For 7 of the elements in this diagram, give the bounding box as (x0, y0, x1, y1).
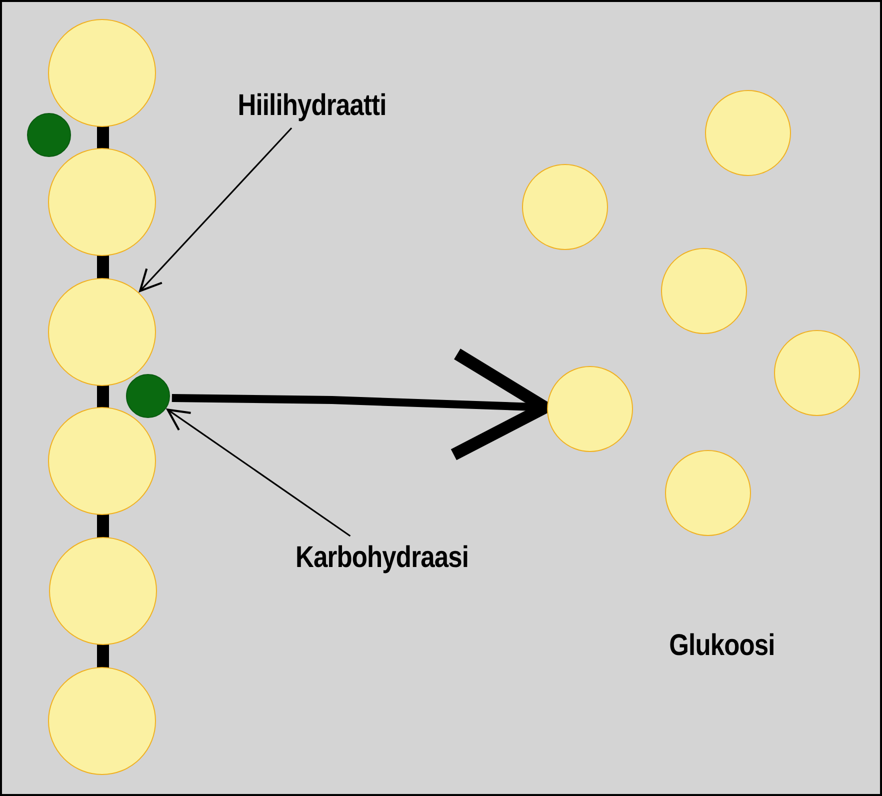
enzyme-circle (27, 113, 71, 157)
arrow (139, 127, 292, 292)
label-text: Hiilihydraatti (236, 88, 388, 124)
label-text: Glukoosi (668, 628, 776, 664)
label-text: Karbohydraasi (294, 540, 470, 576)
arrow (166, 408, 351, 537)
enzyme-circle (126, 374, 170, 418)
